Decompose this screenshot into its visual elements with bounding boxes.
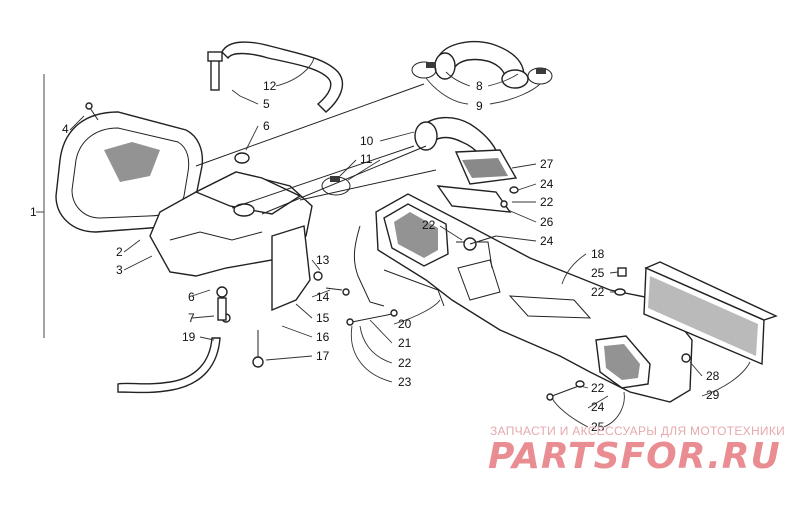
callout-c20: 20 [398, 317, 412, 331]
callout-c11: 11 [360, 152, 373, 166]
watermark-caption: ЗАПЧАСТИ И АКСЕССУАРЫ ДЛЯ МОТОТЕХНИКИ [490, 424, 786, 438]
callout-c8: 8 [476, 79, 483, 93]
callout-c22b: 22 [540, 195, 554, 209]
callout-c14: 14 [316, 290, 330, 304]
rods-drawing [313, 225, 445, 326]
callout-labels: 1234566789101112131415161718192021222222… [30, 79, 720, 434]
callout-c6b: 6 [188, 290, 195, 304]
callout-c7: 7 [188, 311, 195, 325]
callout-c25a: 25 [591, 266, 605, 280]
callout-c18: 18 [591, 247, 605, 261]
callout-c25b: 25 [591, 420, 605, 434]
airbox-cover-2-drawing [55, 102, 204, 233]
filter-28-drawing [643, 261, 778, 366]
callout-c5: 5 [263, 97, 270, 111]
callout-c9: 9 [476, 99, 483, 113]
callout-c24b: 24 [540, 234, 554, 248]
callout-c15: 15 [316, 311, 330, 325]
hose-19-drawing [117, 337, 221, 394]
hose-12-drawing [207, 41, 344, 113]
callout-c10: 10 [360, 134, 374, 148]
callout-c22e: 22 [591, 381, 605, 395]
assembly-bracket-1 [36, 74, 45, 338]
callout-c24a: 24 [540, 177, 554, 191]
elbow-10-drawing [321, 117, 518, 196]
callout-c22c: 22 [591, 285, 605, 299]
airbox-body-3-drawing [149, 152, 313, 368]
callout-c3: 3 [116, 263, 123, 277]
callout-c6a: 6 [263, 119, 270, 133]
watermark-logo: PARTSFOR.RU [488, 436, 781, 477]
callout-c22d: 22 [398, 356, 412, 370]
elbow-8-drawing [411, 41, 553, 89]
callout-c24c: 24 [591, 400, 605, 414]
callout-c23: 23 [398, 375, 412, 389]
guide-lines [195, 83, 497, 245]
callout-c4: 4 [62, 122, 69, 136]
callout-c17: 17 [316, 349, 330, 363]
callout-c2: 2 [116, 245, 123, 259]
callout-c26: 26 [540, 215, 554, 229]
callout-c13: 13 [316, 253, 330, 267]
callout-c16: 16 [316, 330, 330, 344]
callout-c27: 27 [540, 157, 554, 171]
intake-duct-18-drawing [375, 193, 693, 403]
callout-c28: 28 [706, 369, 720, 383]
callout-c19: 19 [182, 330, 196, 344]
callout-c29: 29 [706, 388, 720, 402]
callout-c21: 21 [398, 336, 412, 350]
plate-26-drawing [436, 185, 512, 213]
callout-c22a: 22 [422, 218, 436, 232]
callout-c12: 12 [263, 79, 277, 93]
leader-lines [69, 57, 751, 428]
callout-c1: 1 [30, 205, 37, 219]
